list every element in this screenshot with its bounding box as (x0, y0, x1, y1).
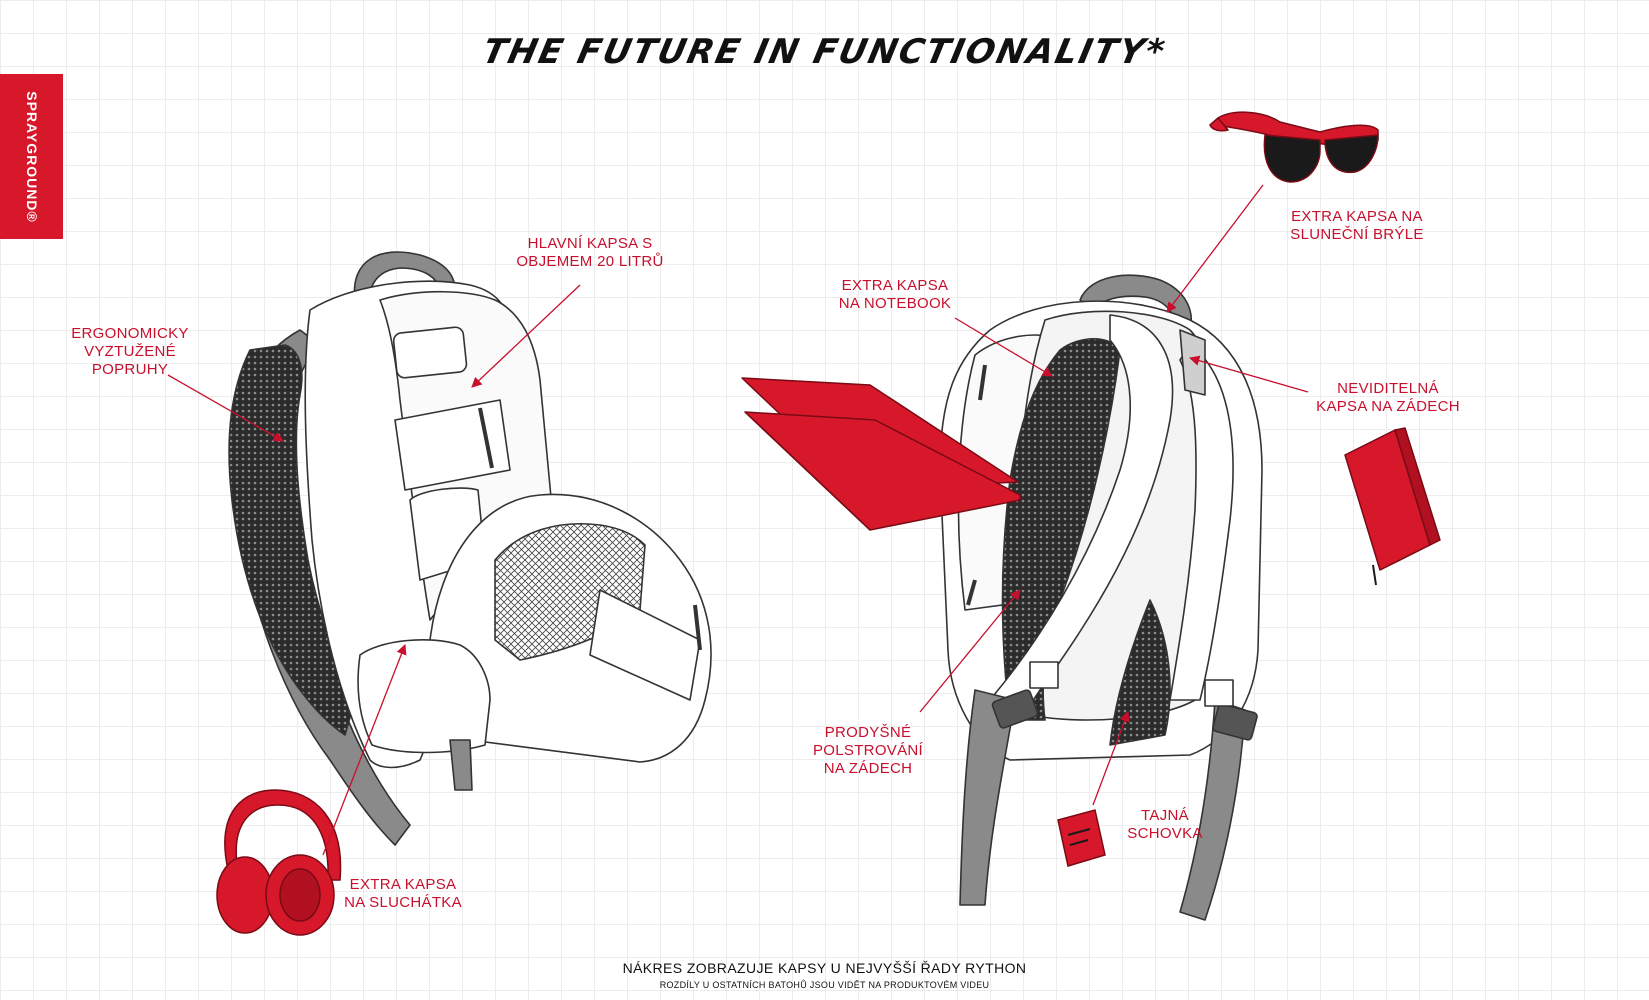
label-straps: ERGONOMICKY VYZTUŽENÉ POPRUHY (71, 325, 189, 378)
footer-note: ROZDÍLY U OSTATNÍCH BATOHŮ JSOU VIDĚT NA… (659, 980, 990, 990)
arrow-sunglasses-pocket (1166, 184, 1264, 313)
label-main-pocket: HLAVNÍ KAPSA S OBJEMEM 20 LITRŮ (516, 235, 664, 270)
closed-backpack (939, 274, 1263, 921)
sunglasses-icon (1209, 111, 1379, 183)
arrow-back-pocket (1189, 355, 1309, 393)
label-padding: PRODYŠNÉ POLSTROVÁNÍ NA ZÁDECH (813, 724, 923, 777)
breathable-padding-lower (1109, 599, 1171, 746)
arrow-headphones-pocket (322, 644, 407, 856)
laptop-icon (741, 377, 1021, 531)
footer-caption: NÁKRES ZOBRAZUJE KAPSY U NEJVYŠŠÍ ŘADY R… (622, 960, 1027, 976)
left-mesh-panel (228, 344, 356, 736)
label-stash: TAJNÁ SCHOVKA (1127, 807, 1203, 842)
right-shoulder-strap-2 (1169, 344, 1234, 701)
stash-bag-icon (1057, 809, 1106, 867)
arrow-notebook-pocket (954, 317, 1053, 377)
buckle-left (991, 689, 1039, 729)
headphones-pocket (357, 639, 491, 754)
label-back-pocket: NEVIDITELNÁ KAPSA NA ZÁDECH (1316, 380, 1460, 415)
arrow-stash (1092, 711, 1130, 806)
buckle-right (1212, 703, 1258, 741)
strap-end-left (959, 689, 1016, 906)
headphones-icon (216, 789, 342, 936)
arrow-main-pocket (471, 284, 581, 388)
notebook-icon (1344, 427, 1441, 586)
label-sunglasses-pocket: EXTRA KAPSA NA SLUNEČNÍ BRÝLE (1290, 208, 1424, 243)
label-notebook-pocket: EXTRA KAPSA NA NOTEBOOK (838, 277, 952, 312)
laptop-sleeve-patch (392, 326, 468, 379)
brand-logo: SPRAYGROUND® (0, 74, 63, 239)
arrow-straps (167, 374, 284, 442)
arrow-padding (919, 589, 1021, 713)
open-backpack (228, 251, 712, 846)
label-headphones-pocket: EXTRA KAPSA NA SLUCHÁTKA (344, 876, 462, 911)
callout-arrows (167, 184, 1309, 856)
strap-end-right (1179, 699, 1246, 921)
